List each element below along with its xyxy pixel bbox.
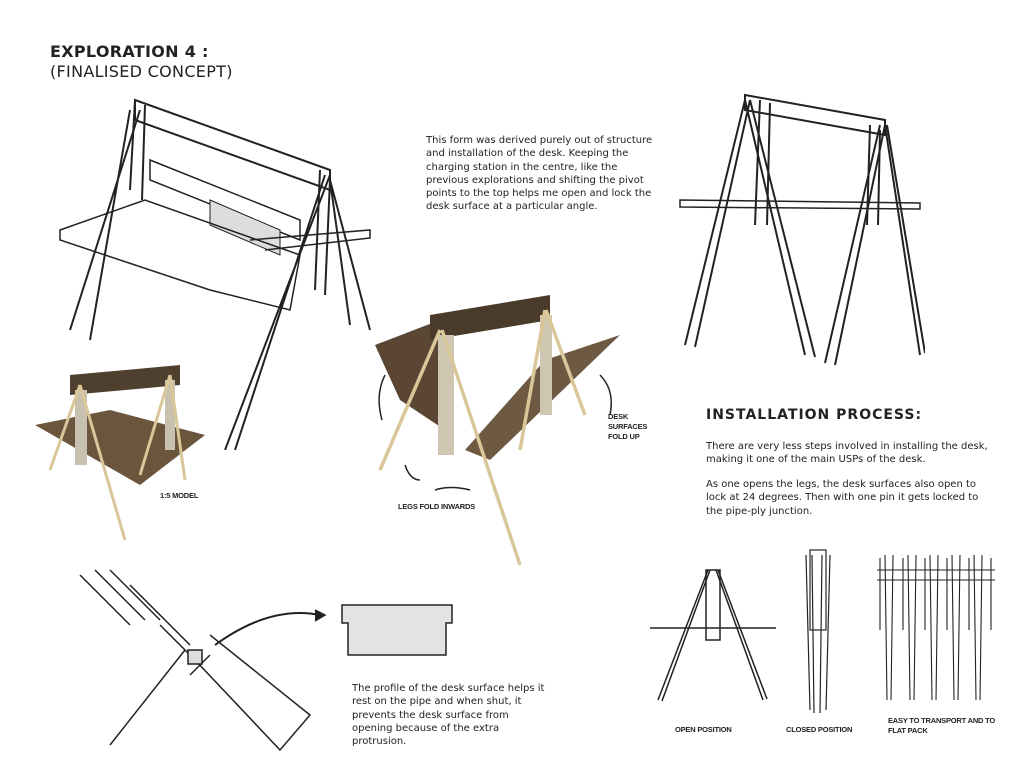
- installation-heading: INSTALLATION PROCESS:: [706, 407, 923, 423]
- closed-position-sketch: [805, 549, 831, 714]
- desk-sketch-front: [679, 93, 925, 366]
- desk-sketch-perspective: [59, 98, 371, 450]
- open-position-label: OPEN POSITION: [675, 725, 732, 734]
- page-subtitle: (FINALISED CONCEPT): [50, 62, 233, 81]
- installation-paragraph-2: As one opens the legs, the desk surfaces…: [706, 479, 979, 517]
- legs-fold-label: LEGS FOLD INWARDS: [398, 502, 476, 511]
- closed-position-label: CLOSED POSITION: [786, 725, 853, 734]
- page-title: EXPLORATION 4 :: [50, 42, 209, 61]
- model-photo-small: [35, 365, 205, 541]
- model-scale-label: 1:5 MODEL: [160, 491, 199, 500]
- model-photo-large: [375, 295, 620, 566]
- installation-paragraph-1: There are very less steps involved in in…: [706, 441, 988, 466]
- desk-surfaces-label: DESK SURFACES FOLD UP: [608, 412, 648, 441]
- concept-description: This form was derived purely out of stru…: [426, 135, 653, 213]
- pipe-detail-sketch: [79, 569, 327, 752]
- open-position-sketch: [650, 569, 776, 702]
- flat-pack-sketch: [877, 554, 995, 701]
- desk-surface-profile: [341, 604, 453, 656]
- flat-pack-label: EASY TO TRANSPORT AND TO FLAT PACK: [888, 716, 996, 735]
- profile-description: The profile of the desk surface helps it…: [352, 683, 545, 748]
